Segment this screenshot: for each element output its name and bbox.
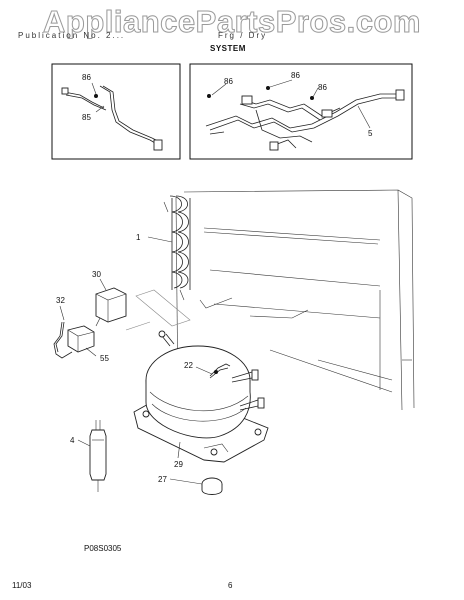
page-number: 6	[228, 581, 233, 590]
grommet-part	[209, 363, 231, 379]
page-title: SYSTEM	[210, 44, 246, 53]
callout-86-right-c: 86	[318, 83, 327, 92]
callout-29: 29	[174, 460, 183, 469]
header-model-text: Frg / Dry	[218, 31, 268, 40]
callout-86-right-a: 86	[224, 77, 233, 86]
drier-part	[89, 420, 107, 492]
callout-22: 22	[184, 361, 193, 370]
watermark: AppliancePartsPros.com	[43, 4, 421, 40]
callout-4: 4	[70, 436, 75, 445]
guide-lines	[125, 289, 191, 331]
callout-30: 30	[92, 270, 101, 279]
footer-date: 11/03	[12, 581, 32, 590]
callout-86-left: 86	[82, 73, 91, 82]
callout-86-right-b: 86	[291, 71, 300, 80]
overload-part	[67, 325, 95, 353]
condenser-coil	[163, 195, 191, 301]
header-publication-text: Publication No. 2...	[18, 31, 126, 40]
callout-1: 1	[136, 233, 141, 242]
callout-27: 27	[158, 475, 167, 484]
callout-32: 32	[56, 296, 65, 305]
compressor-body	[145, 330, 265, 439]
callout-55: 55	[100, 354, 109, 363]
inset-left	[51, 63, 181, 160]
rubber-grommet-part	[201, 477, 223, 495]
callout-85: 85	[82, 113, 91, 122]
relay-part	[95, 287, 127, 327]
diagram-code: P08S0305	[84, 544, 122, 553]
wire-clip-part	[53, 321, 73, 359]
inset-right	[189, 63, 413, 160]
callout-5: 5	[368, 129, 373, 138]
